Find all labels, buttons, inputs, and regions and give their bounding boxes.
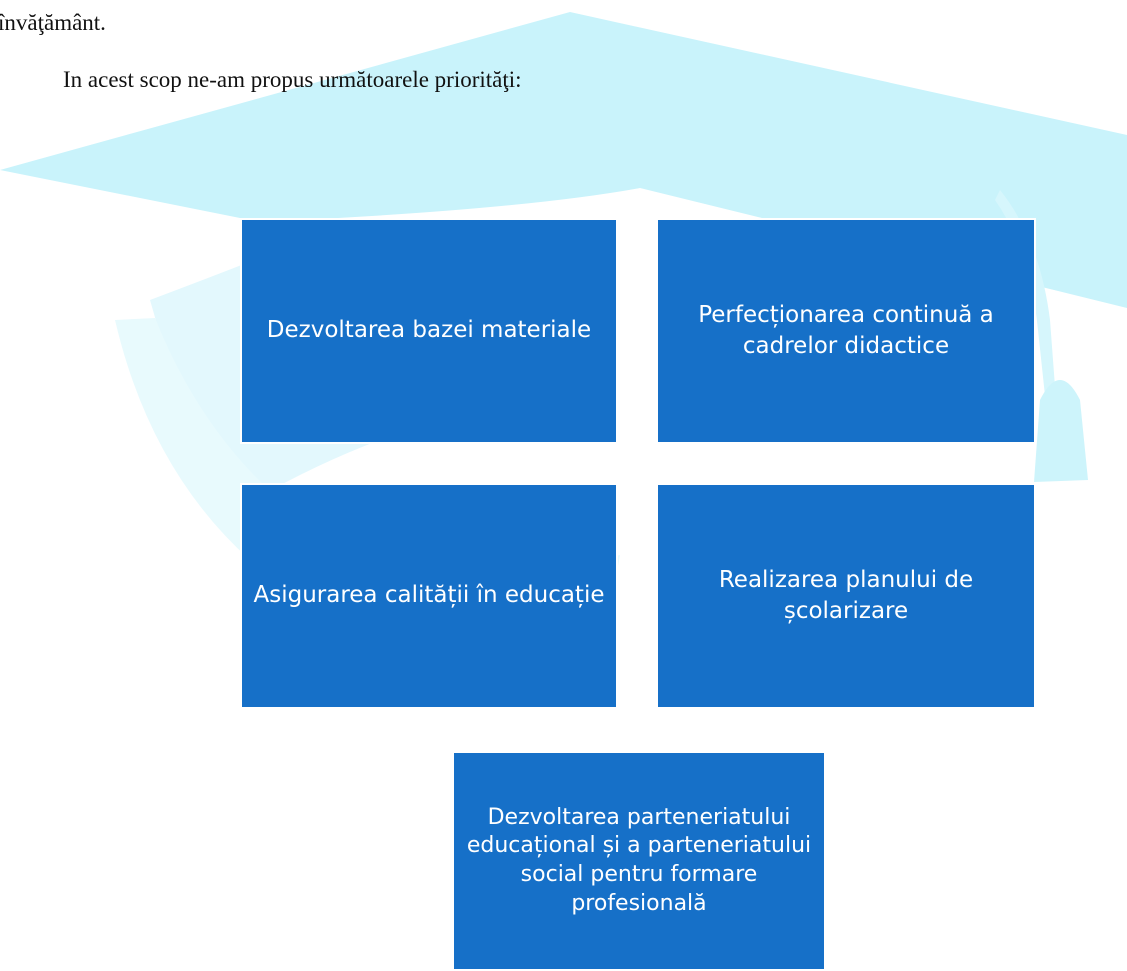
- priority-label: Dezvoltarea bazei materiale: [266, 317, 592, 344]
- priority-label: Asigurarea calității în educație: [253, 582, 605, 609]
- priority-box-teacher-training: Perfecționarea continuă a cadrelor didac…: [656, 218, 1036, 444]
- priority-box-education-quality: Asigurarea calității în educație: [240, 483, 618, 709]
- priority-box-partnership: Dezvoltarea parteneriatului educațional …: [452, 751, 826, 971]
- priority-label: Perfecționarea continuă a cadrelor didac…: [698, 301, 994, 359]
- priority-box-schooling-plan: Realizarea planului de școlarizare: [656, 483, 1036, 709]
- priority-label: Dezvoltarea parteneriatului educațional …: [466, 804, 812, 916]
- paragraph-fragment: învăţământ.: [0, 10, 106, 35]
- intro-paragraph: In acest scop ne-am propus următoarele p…: [63, 67, 522, 92]
- priority-box-material-base: Dezvoltarea bazei materiale: [240, 218, 618, 444]
- priority-label: Realizarea planului de școlarizare: [718, 566, 974, 624]
